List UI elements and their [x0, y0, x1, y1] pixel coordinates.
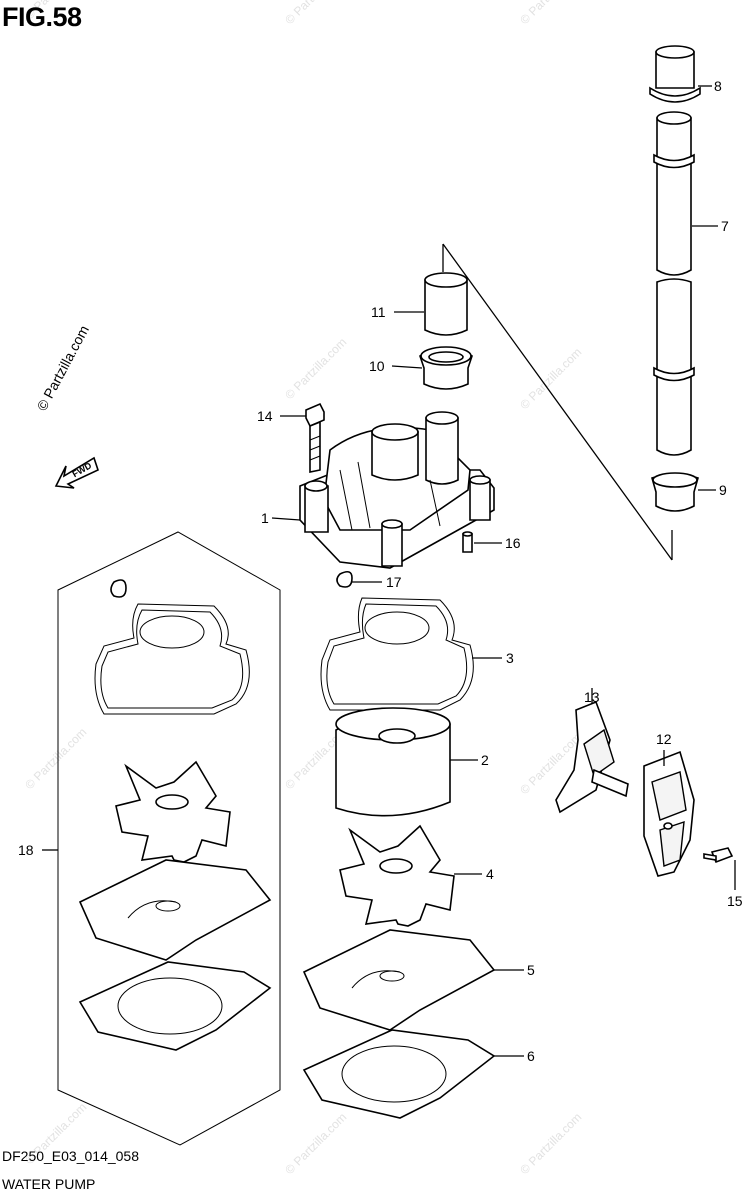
callout-2: 2 — [481, 752, 489, 768]
part-14-bolt — [305, 402, 325, 473]
kit-key — [110, 579, 127, 598]
kit-impeller — [115, 760, 231, 863]
callout-8: 8 — [714, 78, 722, 94]
watermark-text: © Partzilla.com — [282, 335, 349, 402]
callout-9: 9 — [719, 482, 727, 498]
figure-caption: WATER PUMP — [2, 1176, 96, 1192]
fwd-arrow-icon: FWD — [54, 456, 99, 489]
part-10-grommet — [419, 346, 473, 390]
callout-11: 11 — [371, 304, 386, 320]
callout-5: 5 — [527, 962, 535, 978]
part-15-screw — [703, 847, 734, 864]
callout-10: 10 — [369, 358, 385, 374]
part-6-gasket — [302, 1029, 496, 1119]
part-5-plate — [302, 929, 496, 1031]
figure-code: DF250_E03_014_058 — [2, 1148, 140, 1164]
watermark-text: © Partzilla.com — [22, 725, 89, 792]
callout-numbers: 8 7 9 11 10 14 1 16 17 3 2 4 5 6 18 13 1… — [18, 78, 743, 1064]
leader-lines — [42, 85, 736, 1057]
part-17-key — [336, 570, 353, 588]
callout-1: 1 — [261, 510, 269, 526]
part-16-pin — [462, 531, 473, 553]
part-1-pump-case — [299, 411, 495, 569]
watermark-text: © Partzilla.com — [517, 345, 584, 412]
callout-3: 3 — [506, 650, 514, 666]
assembly-bracket-line — [442, 243, 673, 561]
part-2-liner — [335, 707, 451, 817]
figure-title: FIG.58 — [2, 2, 82, 32]
part-7-tube — [653, 111, 695, 456]
part-11-sleeve — [424, 272, 468, 336]
part-13-bracket — [555, 700, 629, 814]
watermark-text: © Partzilla.com — [282, 1110, 349, 1177]
kit-gasket — [94, 603, 250, 715]
part-9-collar — [651, 472, 699, 512]
part-4-impeller — [339, 824, 455, 927]
part-12-plate — [643, 750, 695, 877]
kit-gasket-bottom — [78, 961, 272, 1051]
callout-17: 17 — [386, 574, 402, 590]
watermark-text: © Partzilla.com — [282, 0, 349, 27]
part-8-cap — [649, 45, 701, 103]
callout-18: 18 — [18, 842, 34, 858]
callout-16: 16 — [505, 535, 521, 551]
callout-14: 14 — [257, 408, 273, 424]
callout-12: 12 — [656, 731, 672, 747]
kit-plate — [78, 859, 272, 961]
watermark-text: © Partzilla.com — [517, 1110, 584, 1177]
callout-4: 4 — [486, 866, 494, 882]
callout-15: 15 — [727, 893, 743, 909]
callout-7: 7 — [721, 218, 729, 234]
watermark-text: © Partzilla.com — [517, 0, 584, 27]
callout-6: 6 — [527, 1048, 535, 1064]
kit-outline — [57, 531, 281, 1146]
part-3-gasket — [320, 597, 474, 711]
copyright-label: © Partzilla.com — [34, 323, 92, 414]
callout-13: 13 — [584, 689, 600, 705]
